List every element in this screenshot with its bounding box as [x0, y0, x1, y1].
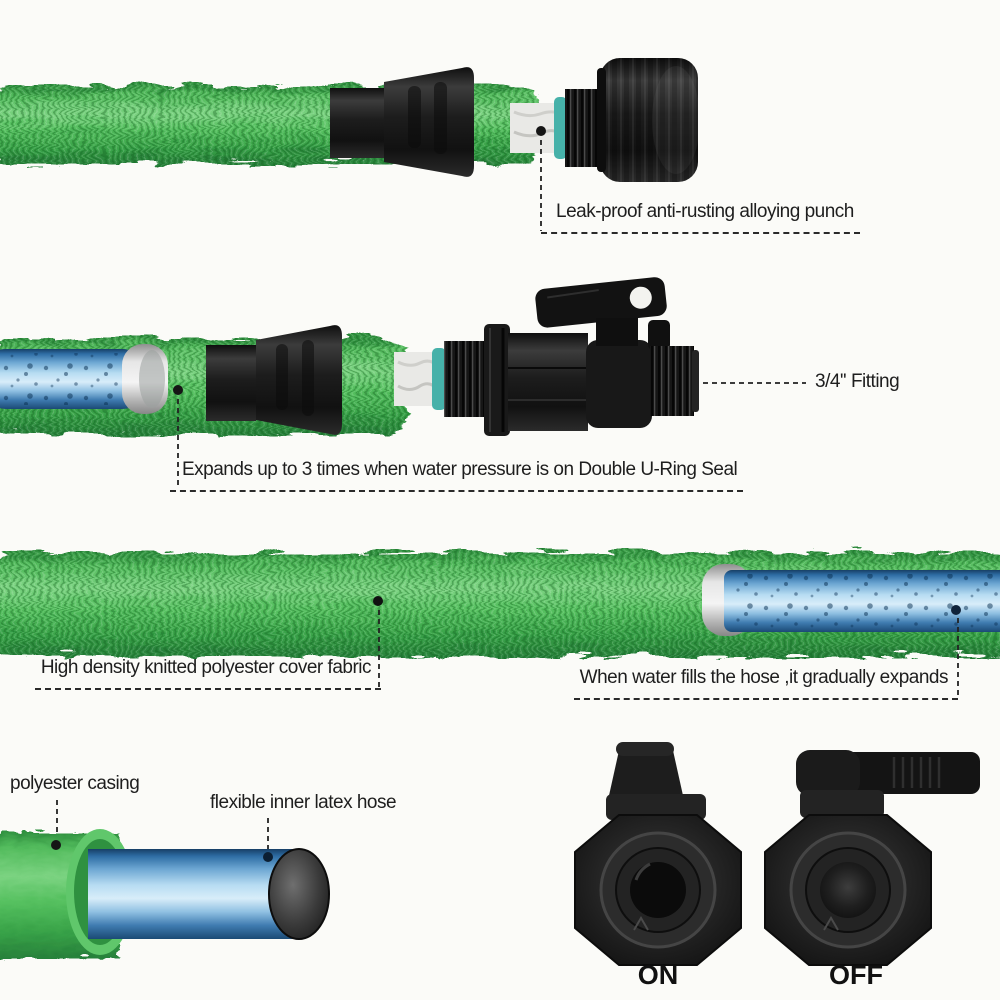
callout-dot-leak-proof: [536, 126, 546, 136]
latex-hose-label: flexible inner latex hose: [210, 792, 397, 813]
callout-dot-water-fills: [951, 605, 961, 615]
locknut-ring: [484, 324, 510, 436]
lever-stem: [596, 318, 638, 346]
expanded-hose-section: [0, 548, 1000, 698]
expands-label: Expands up to 3 times when water pressur…: [170, 458, 744, 492]
water-fills-label: When water fills the hose ,it gradually …: [573, 666, 958, 700]
latex-hose-cutaway: [88, 848, 330, 940]
leak-proof-label: Leak-proof anti-rusting alloying punch: [541, 200, 860, 234]
hose-collar: [330, 67, 474, 177]
valve-on-label: ON: [637, 960, 679, 990]
callout-dot-expands: [173, 385, 183, 395]
polyester-casing-label: polyester casing: [10, 773, 140, 794]
expanded-blue-hose-left: [0, 344, 168, 414]
callout-dot-latex: [263, 852, 273, 862]
fitting-label: 3/4'' Fitting: [815, 371, 900, 392]
alloy-punch-pipe-mid: [394, 352, 440, 406]
cover-fabric-label: High density knitted polyester cover fab…: [34, 656, 381, 690]
valve-off: [764, 750, 980, 966]
valve-hose-assembly: [0, 277, 806, 489]
callout-dot-cover-fabric: [373, 596, 383, 606]
valve-body: [508, 320, 670, 431]
hose-collar-mid: [206, 325, 342, 435]
cap-nut: [597, 58, 700, 182]
callout-dot-casing: [51, 840, 61, 850]
male-fitting-threads: [650, 346, 699, 416]
valve-off-label: OFF: [829, 960, 883, 990]
top-hose-assembly: [0, 58, 700, 231]
seal-ring-mid: [432, 348, 446, 410]
valve-on: [574, 742, 742, 966]
valve-lever: [535, 277, 667, 328]
valve-inlet-threads: [444, 341, 486, 417]
hose-cross-section: [0, 800, 330, 956]
seal-ring: [554, 97, 567, 159]
expanded-blue-hose-right: [724, 570, 1000, 632]
